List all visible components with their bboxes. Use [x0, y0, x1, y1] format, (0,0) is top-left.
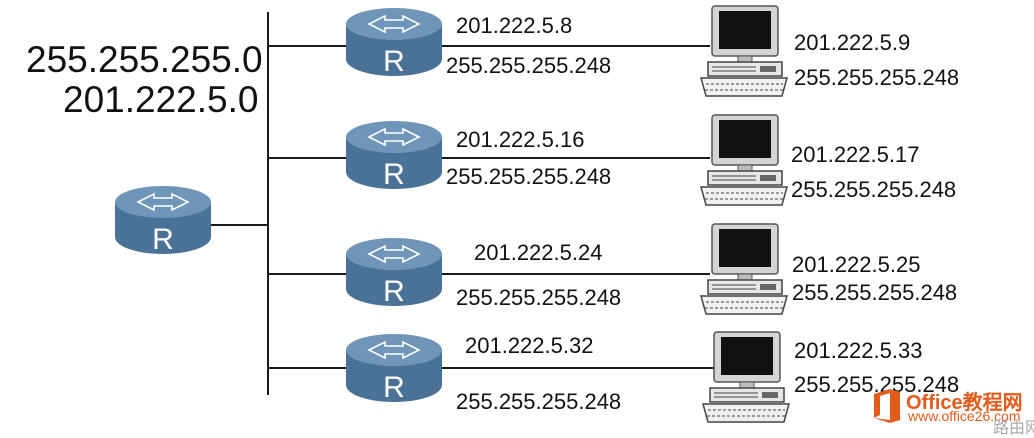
main-router-icon: R: [115, 186, 211, 256]
host-link-2: [440, 157, 710, 159]
backbone-line: [267, 12, 269, 395]
router-glyph-4: R: [383, 371, 405, 404]
host-ip-1: 201.222.5.9: [794, 30, 911, 55]
computer-icon-4: [702, 331, 790, 423]
host-mask-2: 255.255.255.248: [791, 177, 957, 202]
watermark: Office教程网 www.office26.com 路由网: [868, 384, 1034, 437]
backbone-link-1: [268, 45, 348, 47]
host-ip-2: 201.222.5.17: [791, 142, 920, 167]
router-glyph-2: R: [383, 158, 405, 191]
router-ip-1: 201.222.5.8: [456, 13, 573, 38]
computer-icon-1: [700, 5, 788, 97]
router-ip-4: 201.222.5.32: [465, 333, 594, 358]
watermark-site: 路由网: [993, 420, 1034, 437]
computer-icon-3: [700, 223, 788, 315]
host-link-4: [440, 367, 715, 369]
main-router-link: [210, 224, 268, 226]
backbone-link-2: [268, 157, 348, 159]
office-logo-icon: [874, 389, 900, 423]
main-router-glyph: R: [152, 223, 174, 256]
router-icon-1: R: [346, 8, 442, 78]
network-address-label: 201.222.5.0: [63, 79, 259, 120]
host-mask-3: 255.255.255.248: [792, 280, 958, 305]
router-glyph-1: R: [383, 45, 405, 78]
host-mask-1: 255.255.255.248: [794, 65, 960, 90]
router-mask-3: 255.255.255.248: [456, 285, 622, 310]
network-mask-label: 255.255.255.0: [26, 39, 263, 80]
host-mask-4: 255.255.255.248: [794, 372, 960, 397]
host-link-1: [440, 45, 710, 47]
router-icon-4: R: [346, 334, 442, 404]
router-glyph-3: R: [383, 275, 405, 308]
router-icon-2: R: [346, 121, 442, 191]
host-ip-3: 201.222.5.25: [792, 252, 921, 277]
backbone-link-4: [268, 367, 348, 369]
router-mask-2: 255.255.255.248: [446, 164, 612, 189]
watermark-url: www.office26.com: [908, 408, 1021, 424]
router-ip-2: 201.222.5.16: [456, 127, 585, 152]
host-ip-4: 201.222.5.33: [794, 338, 923, 363]
router-icon-3: R: [346, 238, 442, 308]
watermark-brand: Office教程网: [906, 392, 1023, 414]
router-mask-4: 255.255.255.248: [456, 389, 622, 414]
host-link-3: [440, 273, 710, 275]
router-mask-1: 255.255.255.248: [446, 53, 612, 78]
router-ip-3: 201.222.5.24: [474, 240, 603, 265]
backbone-link-3: [268, 273, 348, 275]
computer-icon-2: [700, 114, 788, 206]
